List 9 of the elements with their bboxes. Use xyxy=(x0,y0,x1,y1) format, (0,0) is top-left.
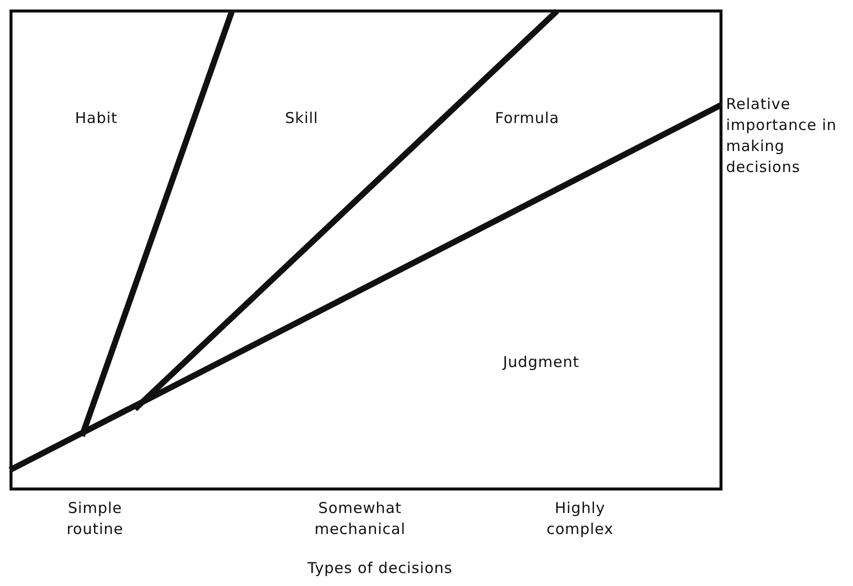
region-label: Habit xyxy=(75,108,118,129)
axis-label: Types of decisions xyxy=(308,558,452,579)
axis-tick-label: Highly complex xyxy=(545,498,615,540)
axis-tick-label: Somewhat mechanical xyxy=(313,498,407,540)
axis-tick-label: Simple routine xyxy=(66,498,124,540)
region-label: Skill xyxy=(285,108,318,129)
axis-label: Relative importance in making decisions xyxy=(726,94,838,178)
region-label: Formula xyxy=(495,108,560,129)
region-label: Judgment xyxy=(503,352,580,373)
